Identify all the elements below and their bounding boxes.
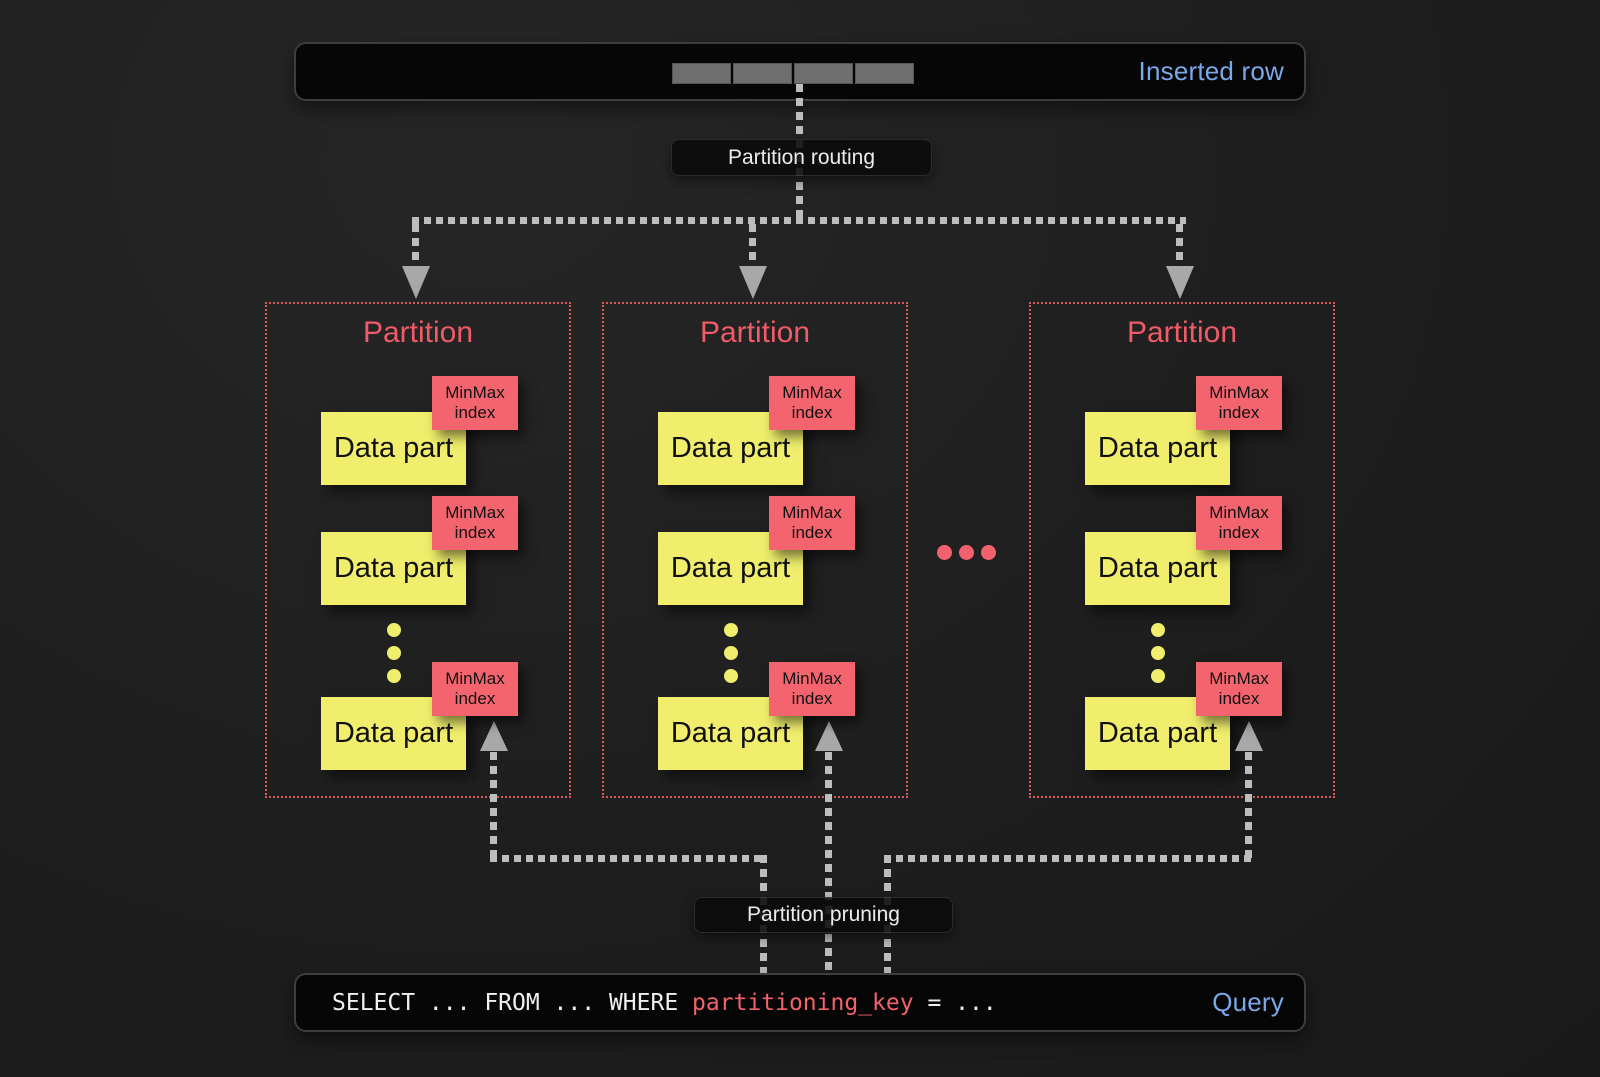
routing-drop-line (412, 224, 419, 268)
more-parts-dot (724, 623, 738, 637)
inserted-row-label: Inserted row (1138, 56, 1284, 86)
routing-drop-line (749, 224, 756, 268)
minmax-index-tag: MinMax index (769, 662, 855, 716)
pruning-line-right-horizontal (884, 855, 1252, 862)
pruning-line-p1 (490, 752, 497, 858)
minmax-index-tag: MinMax index (432, 662, 518, 716)
query-code: SELECT ... FROM ... WHERE partitioning_k… (332, 975, 997, 1030)
more-parts-dot (724, 646, 738, 660)
more-parts-dot (387, 646, 401, 660)
data-part-box: Data part (1085, 412, 1230, 485)
pruning-line-p3 (1245, 752, 1252, 858)
minmax-index-tag: MinMax index (432, 496, 518, 550)
partition-box-1: Partition MinMax index Data part MinMax … (265, 302, 571, 798)
routing-line-horizontal (412, 217, 1186, 224)
arrow-up-icon (815, 721, 843, 751)
minmax-index-tag: MinMax index (432, 376, 518, 430)
more-parts-dot (1151, 669, 1165, 683)
row-cell (855, 63, 914, 84)
minmax-index-tag: MinMax index (1196, 662, 1282, 716)
inserted-row-cells (672, 63, 914, 84)
query-bar: SELECT ... FROM ... WHERE partitioning_k… (294, 973, 1306, 1032)
query-code-before: SELECT ... FROM ... WHERE (332, 989, 693, 1016)
partition-pruning-label: Partition pruning (694, 897, 953, 933)
more-parts-dot (1151, 623, 1165, 637)
row-cell (733, 63, 792, 84)
arrow-down-icon (402, 266, 430, 299)
minmax-index-tag: MinMax index (1196, 376, 1282, 430)
partition-box-3: Partition MinMax index Data part MinMax … (1029, 302, 1335, 798)
pruning-line-left-horizontal (490, 855, 766, 862)
row-cell (794, 63, 853, 84)
arrow-down-icon (1166, 266, 1194, 299)
data-part-box: Data part (321, 532, 466, 605)
pruning-line-p2 (825, 752, 832, 973)
arrow-down-icon (739, 266, 767, 299)
minmax-index-tag: MinMax index (769, 376, 855, 430)
partition-routing-label: Partition routing (671, 139, 932, 176)
partition-title: Partition (362, 316, 474, 349)
more-parts-dot (1151, 646, 1165, 660)
partition-ellipsis-dot (937, 545, 952, 560)
arrow-up-icon (480, 721, 508, 751)
minmax-index-tag: MinMax index (1196, 496, 1282, 550)
query-label: Query (1212, 987, 1284, 1017)
partition-title: Partition (699, 316, 811, 349)
query-partitioning-key: partitioning_key (692, 989, 914, 1016)
row-cell (672, 63, 731, 84)
more-parts-dot (387, 623, 401, 637)
routing-drop-line (1176, 224, 1183, 268)
partition-box-2: Partition MinMax index Data part MinMax … (602, 302, 908, 798)
minmax-index-tag: MinMax index (769, 496, 855, 550)
more-parts-dot (724, 669, 738, 683)
query-code-after: = ... (913, 989, 997, 1016)
partition-ellipsis-dot (981, 545, 996, 560)
partition-title: Partition (1126, 316, 1238, 349)
partition-ellipsis-dot (959, 545, 974, 560)
more-parts-dot (387, 669, 401, 683)
arrow-up-icon (1235, 721, 1263, 751)
